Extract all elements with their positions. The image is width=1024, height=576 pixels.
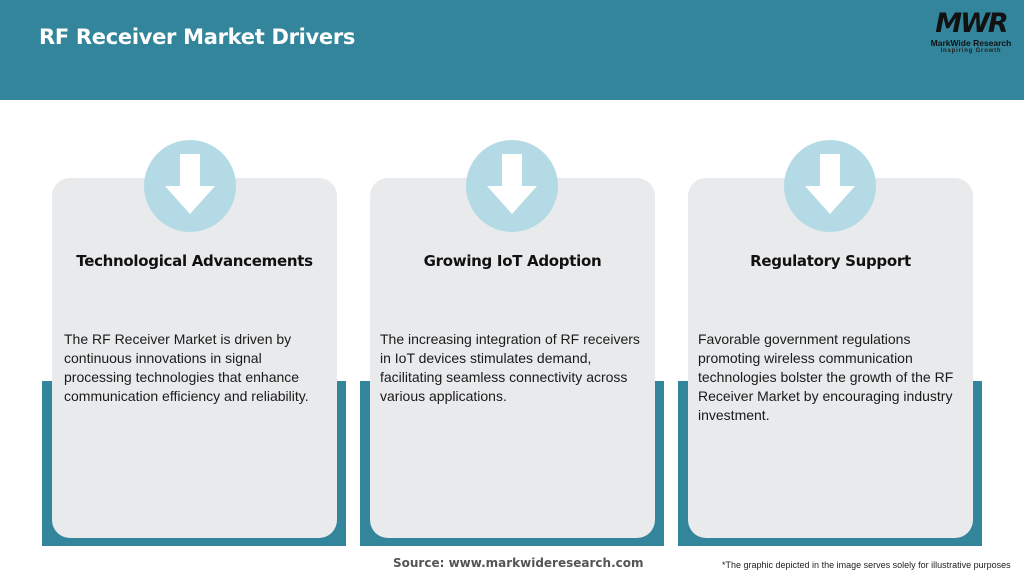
card-description: Favorable government regulations promoti… [698, 331, 954, 423]
disclaimer-note: *The graphic depicted in the image serve… [722, 560, 1011, 570]
logo-mark: MWR [935, 8, 1008, 39]
logo-name: MarkWide Research [930, 38, 1012, 48]
logo: MWR MarkWide Research Inspiring Growth [925, 10, 1017, 58]
arrow-down-icon [784, 140, 876, 232]
driver-card-growing-iot-adoption: Growing IoT Adoption The increasing inte… [360, 140, 665, 550]
card-panel [370, 178, 655, 538]
arrow-down-icon [466, 140, 558, 232]
arrow-down-icon [144, 140, 236, 232]
card-title: Growing IoT Adoption [423, 252, 602, 270]
driver-card-technological-advancements: Technological Advancements The RF Receiv… [42, 140, 347, 550]
page-title: RF Receiver Market Drivers [39, 25, 356, 49]
card-description: The RF Receiver Market is driven by cont… [64, 331, 309, 404]
card-title: Regulatory Support [750, 252, 911, 270]
source-credit: Source: www.markwideresearch.com [393, 556, 644, 570]
card-panel [688, 178, 973, 538]
driver-card-regulatory-support: Regulatory Support Favorable government … [678, 140, 983, 550]
card-panel [52, 178, 337, 538]
header-banner: RF Receiver Market Drivers MWR MarkWide … [0, 0, 1024, 100]
card-description: The increasing integration of RF receive… [380, 331, 640, 404]
card-title: Technological Advancements [76, 252, 313, 270]
logo-tagline: Inspiring Growth [940, 48, 1002, 54]
